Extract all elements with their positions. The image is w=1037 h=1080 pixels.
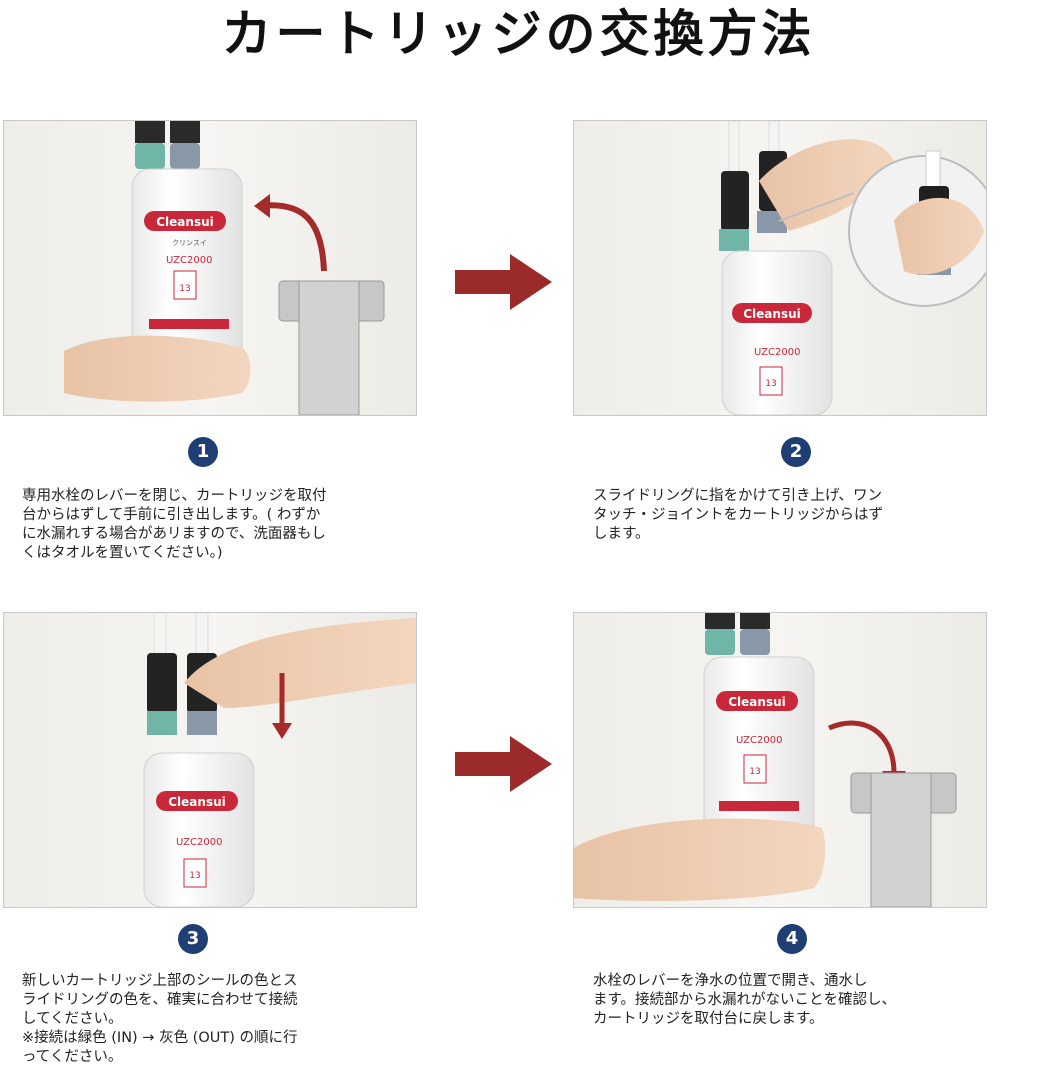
step-4-photo: Cleansui UZC2000 13 [573, 612, 987, 908]
cartridge-model-label: UZC2000 [166, 255, 212, 266]
cartridge-brand-label: Cleansui [728, 695, 786, 709]
page-title: カートリッジの交換方法 [221, 4, 816, 63]
cartridge-model-label: UZC2000 [176, 837, 222, 848]
cartridge-model-label: UZC2000 [754, 347, 800, 358]
cartridge-brand-label: Cleansui [168, 795, 226, 809]
step-2-photo: Cleansui UZC2000 13 [573, 120, 987, 416]
cartridge-model-label: UZC2000 [736, 735, 782, 746]
step-1-badge: 1 [188, 437, 218, 467]
cartridge-brand-label: Cleansui [156, 215, 214, 229]
cartridge-brand-label: Cleansui [743, 307, 801, 321]
cartridge-code-label: 13 [749, 767, 760, 777]
cartridge-code-label: 13 [765, 379, 776, 389]
step-4-description: 水栓のレバーを浄水の位置で開き、通水し ます。接続部から水漏れがないことを確認し… [593, 973, 897, 1027]
cartridge-code-label: 13 [189, 871, 200, 881]
cartridge-code-label: 13 [179, 284, 190, 294]
step-1-photo: Cleansui クリンスイ UZC2000 13 [3, 120, 417, 416]
step-2-badge: 2 [781, 437, 811, 467]
right-arrow-icon [455, 254, 552, 310]
right-arrow-icon [455, 736, 552, 792]
step-3-photo: Cleansui UZC2000 13 [3, 612, 417, 908]
step-2-description: スライドリングに指をかけて引き上げ、ワン タッチ・ジョイントをカートリッジからは… [593, 488, 883, 542]
cartridge-katakana-label: クリンスイ [172, 239, 207, 247]
step-1-description: 専用水栓のレバーを閉じ、カートリッジを取付 台からはずして手前に引き出します。(… [22, 488, 327, 561]
step-4-badge: 4 [777, 924, 807, 954]
step-3-badge: 3 [178, 924, 208, 954]
step-3-description: 新しいカートリッジ上部のシールの色とス ライドリングの色を、確実に合わせて接続 … [22, 973, 298, 1065]
